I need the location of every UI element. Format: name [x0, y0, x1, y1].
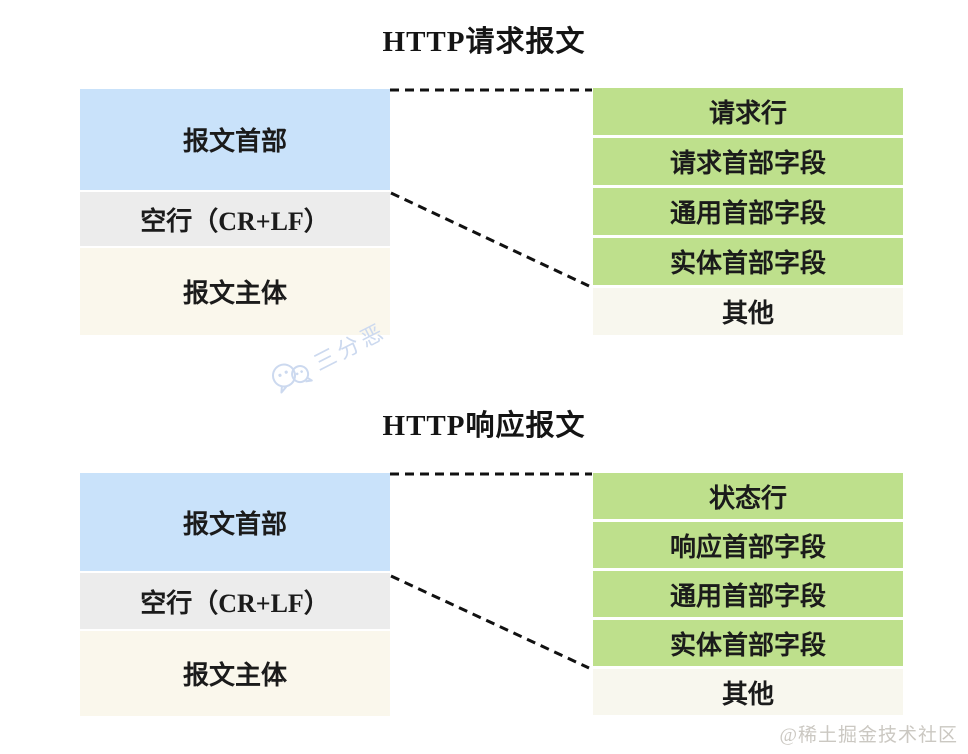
- request-message-header-section: 报文首部: [80, 89, 390, 190]
- status-line-row: 状态行: [593, 473, 903, 519]
- connector-line-response-bottom: [390, 574, 590, 670]
- request-message-box: 报文首部 空行（CR+LF） 报文主体: [80, 89, 390, 335]
- request-header-detail-box: 请求行 请求首部字段 通用首部字段 实体首部字段 其他: [593, 88, 903, 335]
- response-message-box: 报文首部 空行（CR+LF） 报文主体: [80, 473, 390, 716]
- response-message-body-section: 报文主体: [80, 631, 390, 716]
- request-blank-line-section: 空行（CR+LF）: [80, 192, 390, 246]
- other-row: 其他: [593, 288, 903, 335]
- wechat-icon: [264, 351, 317, 400]
- credit-text: @稀土掘金技术社区: [779, 725, 958, 746]
- watermark: 三分恶: [264, 313, 392, 401]
- request-line-row: 请求行: [593, 88, 903, 135]
- response-header-fields-row: 响应首部字段: [593, 522, 903, 568]
- request-diagram-title: HTTP请求报文: [382, 26, 586, 58]
- general-header-fields-row: 通用首部字段: [593, 188, 903, 235]
- request-message-body-section: 报文主体: [80, 248, 390, 335]
- connector-line-request-bottom: [390, 191, 590, 288]
- response-message-header-section: 报文首部: [80, 473, 390, 571]
- request-header-fields-row: 请求首部字段: [593, 138, 903, 185]
- response-blank-line-section: 空行（CR+LF）: [80, 573, 390, 629]
- response-diagram-title: HTTP响应报文: [382, 410, 586, 442]
- entity-header-fields-row: 实体首部字段: [593, 620, 903, 666]
- response-header-detail-box: 状态行 响应首部字段 通用首部字段 实体首部字段 其他: [593, 473, 903, 715]
- other-row: 其他: [593, 669, 903, 715]
- general-header-fields-row: 通用首部字段: [593, 571, 903, 617]
- entity-header-fields-row: 实体首部字段: [593, 238, 903, 285]
